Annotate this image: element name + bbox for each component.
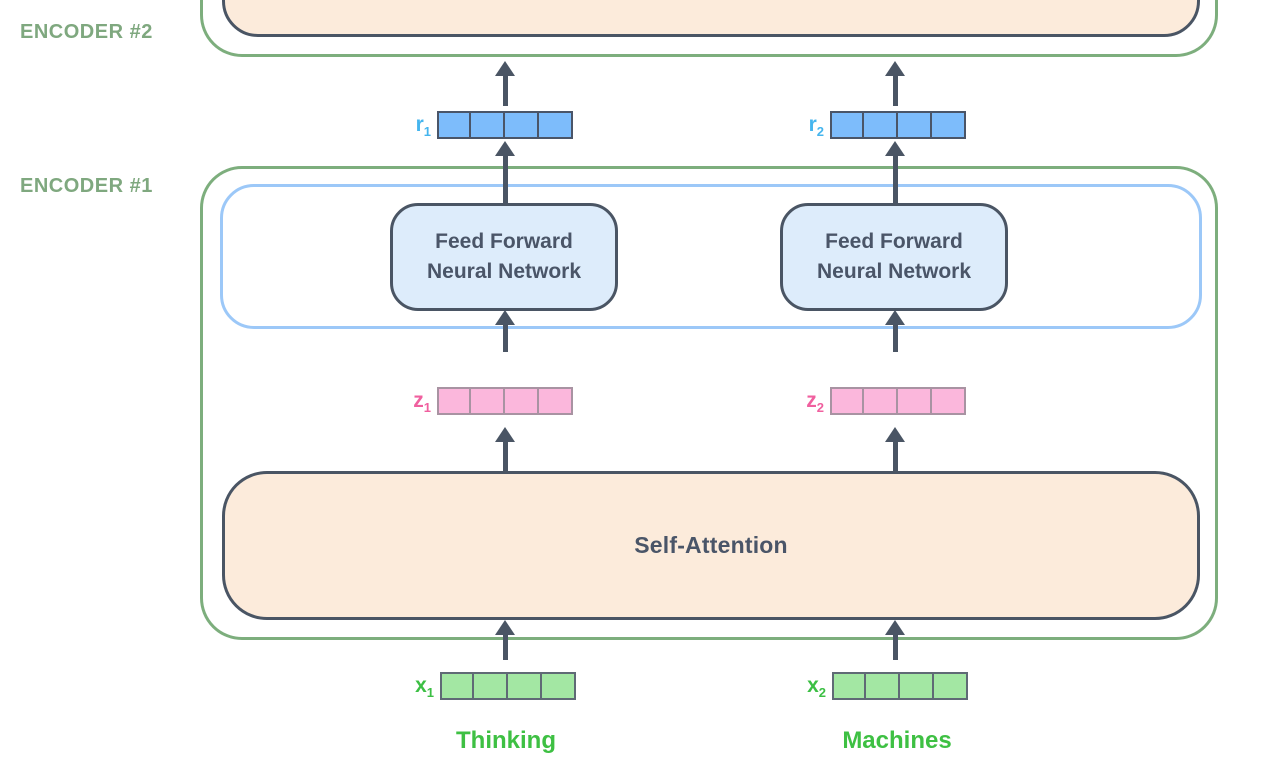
arrow-head-icon: [495, 141, 515, 156]
vector-cell: [832, 672, 866, 700]
arrow-head-icon: [885, 310, 905, 325]
arrow-head-icon: [495, 427, 515, 442]
vector-x1: [440, 672, 576, 700]
vector-label-x2: x2: [807, 674, 826, 701]
arrow-head-icon: [885, 620, 905, 635]
arrow-self-attention-to-z2: [885, 427, 905, 472]
vector-cell: [471, 111, 505, 139]
feed-forward-layer-container: [220, 184, 1202, 329]
vector-cell: [898, 111, 932, 139]
arrow-head-icon: [495, 61, 515, 76]
vector-cell: [866, 672, 900, 700]
encoder-2-self-attention-box: [221, 0, 1200, 37]
vector-label-r1: r1: [415, 113, 431, 140]
vector-cell: [539, 111, 573, 139]
feed-forward-box-1-line1: Feed Forward: [435, 230, 573, 253]
vector-cell: [474, 672, 508, 700]
vector-cell: [437, 111, 471, 139]
encoder-1-box: [200, 166, 1218, 640]
vector-label-r2: r2: [808, 113, 824, 140]
feed-forward-box-2: Feed Forward Neural Network: [780, 203, 1008, 311]
arrow-r2-to-encoder2: [885, 61, 905, 106]
vector-cell: [932, 387, 966, 415]
vector-r2: [830, 111, 966, 139]
vector-cell: [505, 387, 539, 415]
arrow-x2-to-self-attention: [885, 620, 905, 660]
vector-cell: [437, 387, 471, 415]
vector-cell: [900, 672, 934, 700]
vector-label-z1: z1: [413, 389, 431, 416]
arrow-self-attention-to-z1: [495, 427, 515, 472]
input-token-1: Thinking: [456, 727, 556, 754]
arrow-ffnn1-to-r1: [495, 141, 515, 203]
arrow-ffnn2-to-r2: [885, 141, 905, 203]
vector-cell: [471, 387, 505, 415]
encoder-1-label: ENCODER #1: [20, 175, 153, 197]
vector-x2: [832, 672, 968, 700]
vector-cell: [440, 672, 474, 700]
feed-forward-box-2-line1: Feed Forward: [825, 230, 963, 253]
arrow-head-icon: [495, 310, 515, 325]
vector-r1: [437, 111, 573, 139]
vector-cell: [830, 387, 864, 415]
encoder-2-box: [200, 0, 1218, 57]
vector-label-z2: z2: [806, 389, 824, 416]
arrow-x1-to-self-attention: [495, 620, 515, 660]
vector-cell: [508, 672, 542, 700]
arrow-head-icon: [885, 61, 905, 76]
vector-cell: [864, 387, 898, 415]
self-attention-box: Self-Attention: [222, 471, 1200, 620]
vector-cell: [830, 111, 864, 139]
arrow-head-icon: [885, 427, 905, 442]
arrow-r1-to-encoder2: [495, 61, 515, 106]
feed-forward-box-1: Feed Forward Neural Network: [390, 203, 618, 311]
encoder-2-label: ENCODER #2: [20, 21, 153, 43]
feed-forward-box-1-line2: Neural Network: [426, 260, 582, 283]
vector-z2: [830, 387, 966, 415]
arrow-z1-to-ffnn1: [495, 310, 515, 352]
self-attention-label: Self-Attention: [634, 532, 788, 558]
vector-label-x1: x1: [415, 674, 434, 701]
vector-cell: [539, 387, 573, 415]
vector-cell: [934, 672, 968, 700]
vector-cell: [542, 672, 576, 700]
arrow-z2-to-ffnn2: [885, 310, 905, 352]
arrow-head-icon: [885, 141, 905, 156]
vector-cell: [932, 111, 966, 139]
vector-cell: [864, 111, 898, 139]
vector-cell: [505, 111, 539, 139]
feed-forward-box-2-line2: Neural Network: [816, 260, 972, 283]
vector-cell: [898, 387, 932, 415]
input-token-2: Machines: [842, 727, 952, 754]
arrow-head-icon: [495, 620, 515, 635]
vector-z1: [437, 387, 573, 415]
